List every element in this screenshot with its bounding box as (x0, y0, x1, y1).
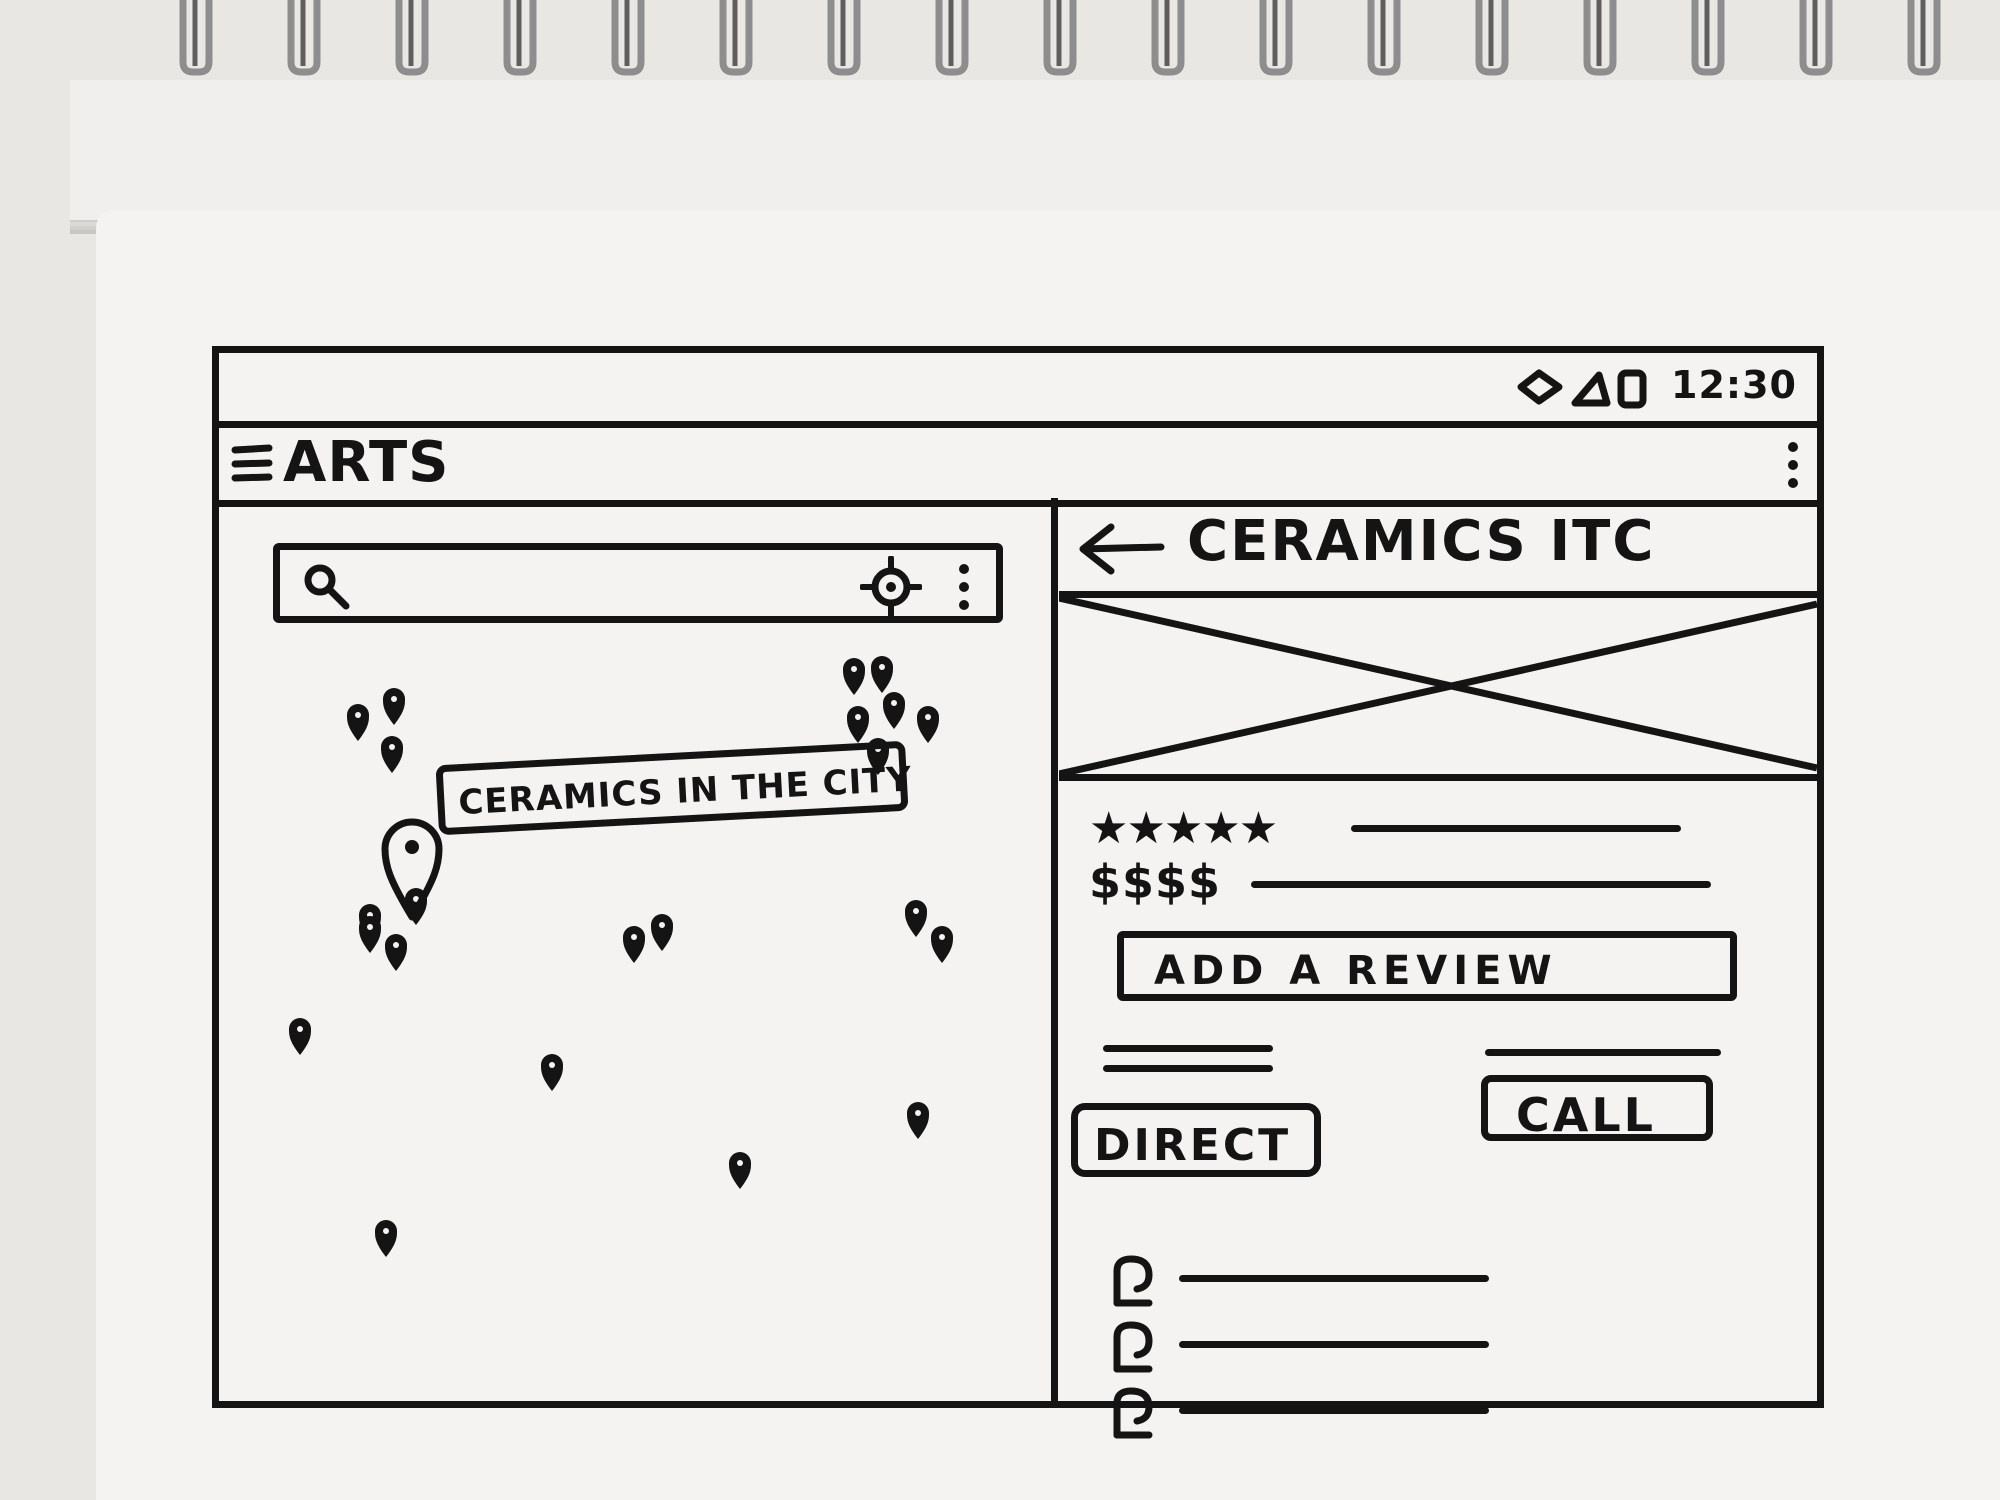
spiral-coil (607, 0, 649, 80)
spiral-coil (1795, 0, 1837, 80)
location-pin-icon[interactable] (355, 913, 385, 957)
location-pin-icon[interactable] (867, 653, 897, 697)
app-bar: ARTS (219, 428, 1817, 507)
wifi-icon (1517, 369, 1563, 405)
add-review-label: ADD A REVIEW (1154, 948, 1558, 994)
spiral-coil (1147, 0, 1189, 80)
add-review-button[interactable]: ADD A REVIEW (1117, 931, 1737, 1001)
spiral-coil (391, 0, 433, 80)
location-pin-icon[interactable] (381, 931, 411, 975)
search-bar[interactable] (273, 543, 1003, 623)
location-pin-icon[interactable] (903, 1099, 933, 1143)
arrow-back-icon[interactable] (1077, 521, 1167, 577)
status-bar: 12:30 (219, 353, 1817, 428)
spiral-coil (499, 0, 541, 80)
map-pane[interactable]: CERAMICS IN THE CITY (219, 503, 1049, 1408)
more-vert-icon[interactable] (1785, 440, 1801, 490)
call-label: CALL (1516, 1088, 1656, 1142)
list-item-icon (1113, 1321, 1153, 1373)
price-text-line (1251, 881, 1711, 888)
location-pin-icon[interactable] (343, 701, 373, 745)
spiral-coil (1363, 0, 1405, 80)
rating-row: ★★★★★ (1089, 803, 1789, 854)
rating-text-line (1351, 825, 1681, 832)
spiral-coil (283, 0, 325, 80)
spiral-coil (1471, 0, 1513, 80)
location-pin-icon[interactable] (647, 911, 677, 955)
device-frame: 12:30 ARTS (212, 346, 1824, 1439)
spiral-coil (1903, 0, 1945, 80)
spiral-coil (823, 0, 865, 80)
directions-button[interactable]: DIRECT (1071, 1103, 1321, 1177)
spiral-coil (175, 0, 217, 80)
location-pin-icon[interactable] (619, 923, 649, 967)
location-pin-icon[interactable] (879, 689, 909, 733)
info-line-right (1485, 1049, 1721, 1056)
search-icon[interactable] (302, 562, 352, 612)
list-item-icon (1113, 1255, 1153, 1307)
more-vert-icon[interactable] (956, 562, 972, 612)
location-pin-icon[interactable] (537, 1051, 567, 1095)
info-line-left-2 (1103, 1065, 1273, 1072)
app-title: ARTS (283, 430, 450, 495)
place-callout[interactable]: CERAMICS IN THE CITY (435, 740, 913, 836)
location-pin-icon[interactable] (379, 685, 409, 729)
spiral-coil (715, 0, 757, 80)
battery-icon (1617, 369, 1647, 409)
list-item-line (1179, 1341, 1489, 1348)
info-line-left-1 (1103, 1045, 1273, 1052)
detail-title: CERAMICS ITC (1187, 509, 1656, 574)
price-level: $$$$ (1089, 855, 1222, 909)
spiral-coil (931, 0, 973, 80)
my-location-icon[interactable] (860, 556, 922, 618)
pane-divider (1051, 498, 1058, 1408)
spiral-coil (1255, 0, 1297, 80)
location-pin-icon[interactable] (371, 1217, 401, 1261)
image-placeholder (1058, 594, 1818, 781)
location-pin-icon[interactable] (927, 923, 957, 967)
spiral-coil (1687, 0, 1729, 80)
location-pin-icon[interactable] (863, 735, 893, 779)
status-time: 12:30 (1671, 363, 1797, 407)
notebook-back-pages (70, 80, 2000, 222)
rating-stars: ★★★★★ (1089, 803, 1278, 854)
location-pin-icon[interactable] (843, 703, 873, 747)
list-item-line (1179, 1275, 1489, 1282)
signal-icon (1571, 371, 1611, 407)
list-item[interactable] (1109, 1319, 1509, 1375)
status-icons (1517, 369, 1647, 409)
detail-pane: CERAMICS ITC ★★★★★ $$$$ ADD A REVIEW CAL… (1058, 503, 1818, 1439)
detail-header: CERAMICS ITC (1059, 503, 1817, 598)
spiral-coil (1579, 0, 1621, 80)
location-pin-icon[interactable] (285, 1015, 315, 1059)
location-pin-icon[interactable] (913, 703, 943, 747)
directions-label: DIRECT (1094, 1120, 1292, 1171)
list-item-line (1179, 1407, 1489, 1414)
callout-label: CERAMICS IN THE CITY (457, 759, 914, 824)
location-pin-icon[interactable] (901, 897, 931, 941)
location-pin-icon[interactable] (725, 1149, 755, 1193)
hamburger-menu-icon[interactable] (231, 442, 275, 486)
spiral-coil (1039, 0, 1081, 80)
list-item[interactable] (1109, 1253, 1509, 1309)
list-item[interactable] (1109, 1385, 1509, 1441)
selected-location-pin-icon[interactable] (379, 813, 445, 923)
call-button[interactable]: CALL (1481, 1075, 1713, 1142)
location-pin-icon[interactable] (377, 733, 407, 777)
list-item-icon (1113, 1387, 1153, 1439)
location-pin-icon[interactable] (839, 655, 869, 699)
